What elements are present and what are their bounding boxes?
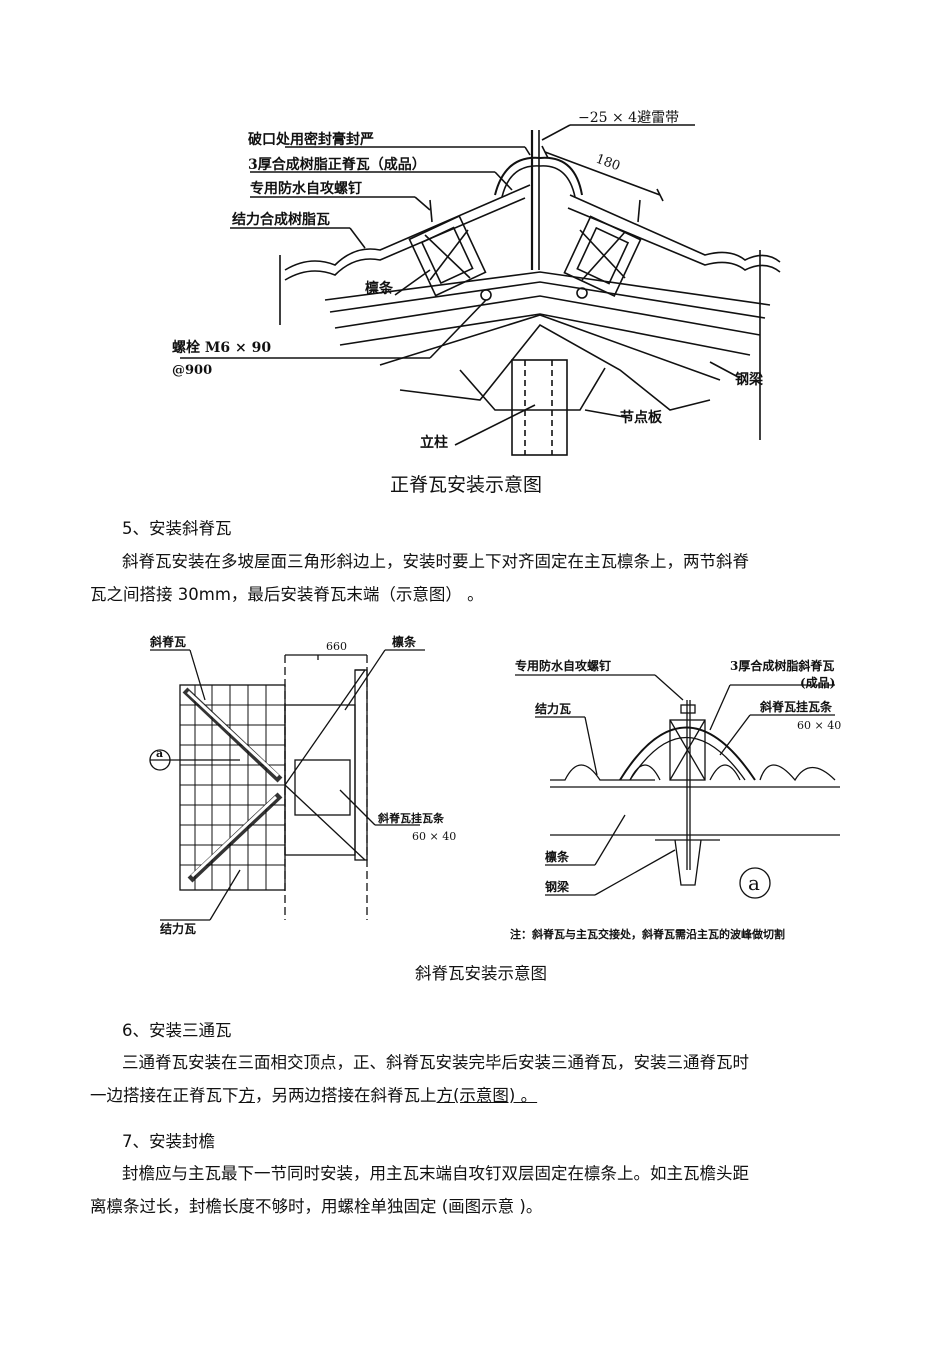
right-marker-a: a [748,871,760,895]
label-dim-180: 180 [594,152,622,175]
label-seal: 破口处用密封膏封严 [248,131,374,148]
left-label-dim-660: 660 [326,640,347,653]
ridge-tile-diagram: −25 × 4避雷带 破口处用密封膏封严 3厚合成树脂正脊瓦（成品） 专用防水自… [172,110,781,456]
right-note: 注：斜脊瓦与主瓦交接处，斜脊瓦需沿主瓦的波峰做切割 [510,927,785,941]
section-6-line-2a: 一边搭接在正脊瓦下 [90,1086,239,1105]
right-label-purlin: 檩条 [545,849,570,864]
left-label-batten-size: 60 × 40 [412,830,456,843]
hip-tile-section-diagram: 专用防水自攻螺钉 3厚合成树脂斜脊瓦 (成品) 结力瓦 斜脊瓦挂瓦条 60 × … [510,658,841,941]
left-label-purlin: 檩条 [392,634,417,649]
section-7-line-2: 离檩条过长，封檐长度不够时，用螺栓单独固定 (画图示意 )。 [90,1197,543,1216]
right-label-batten-size: 60 × 40 [797,719,841,732]
left-label-batten: 斜脊瓦挂瓦条 [377,811,445,825]
section-6-line-1: 三通脊瓦安装在三面相交顶点，正、斜脊瓦安装完毕后安装三通脊瓦，安装三通脊瓦时 [122,1053,749,1072]
figure-1-caption: 正脊瓦安装示意图 [390,474,543,496]
section-6-line-2e: (示意图) 。 [453,1086,538,1105]
section-6-body: 三通脊瓦安装在三面相交顶点，正、斜脊瓦安装完毕后安装三通脊瓦，安装三通脊瓦时 一… [90,1046,860,1112]
hip-tile-plan-diagram: 斜脊瓦 660 檩条 a 斜脊瓦挂瓦条 60 × 40 结力瓦 [149,634,456,936]
label-main-tile: 结力合成树脂瓦 [232,211,330,228]
label-node-plate: 节点板 [620,409,663,426]
label-lightning: −25 × 4避雷带 [578,110,679,126]
section-7-heading: 7、安装封檐 [122,1132,215,1151]
left-marker-a: a [156,747,163,760]
left-label-hip-tile: 斜脊瓦 [149,634,186,649]
right-label-screw: 专用防水自攻螺钉 [515,658,611,673]
left-label-main-tile: 结力瓦 [160,921,196,936]
section-6-line-2c: ，另两边搭接在斜脊瓦上 [255,1086,437,1105]
label-purlin: 檩条 [365,280,394,297]
section-6-heading: 6、安装三通瓦 [122,1021,232,1040]
label-steel-beam: 钢梁 [735,371,764,388]
label-screw: 专用防水自攻螺钉 [250,180,362,197]
label-ridge-tile: 3厚合成树脂正脊瓦（成品） [248,156,426,173]
section-5-heading: 5、安装斜脊瓦 [122,519,232,538]
right-label-hip-tile-2: (成品) [800,675,835,690]
section-5-body: 斜脊瓦安装在多坡屋面三角形斜边上，安装时要上下对齐固定在主瓦檩条上，两节斜脊 瓦… [90,545,860,611]
label-bolt: 螺栓 M6 × 90 [172,339,271,356]
section-5-line-2: 瓦之间搭接 30mm，最后安装脊瓦末端（示意图） 。 [90,585,484,604]
right-label-batten: 斜脊瓦挂瓦条 [759,699,833,714]
section-6-line-2d: 方 [436,1086,454,1105]
label-bolt-spacing: @900 [172,363,212,378]
right-label-hip-tile: 3厚合成树脂斜脊瓦 [730,658,834,673]
section-7-body: 封檐应与主瓦最下一节同时安装，用主瓦末端自攻钉双层固定在檩条上。如主瓦檐头距 离… [90,1157,860,1223]
section-5-line-1: 斜脊瓦安装在多坡屋面三角形斜边上，安装时要上下对齐固定在主瓦檩条上，两节斜脊 [122,552,749,571]
right-label-steel-beam: 钢梁 [545,879,569,894]
figure-2-caption: 斜脊瓦安装示意图 [415,964,547,983]
section-7-line-1: 封檐应与主瓦最下一节同时安装，用主瓦末端自攻钉双层固定在檩条上。如主瓦檐头距 [122,1164,749,1183]
section-6-line-2: 一边搭接在正脊瓦下方，另两边搭接在斜脊瓦上方(示意图) 。 [90,1079,860,1112]
section-6-line-2b: 方 [238,1086,256,1105]
right-label-main-tile: 结力瓦 [535,701,571,716]
label-column: 立柱 [420,434,448,451]
